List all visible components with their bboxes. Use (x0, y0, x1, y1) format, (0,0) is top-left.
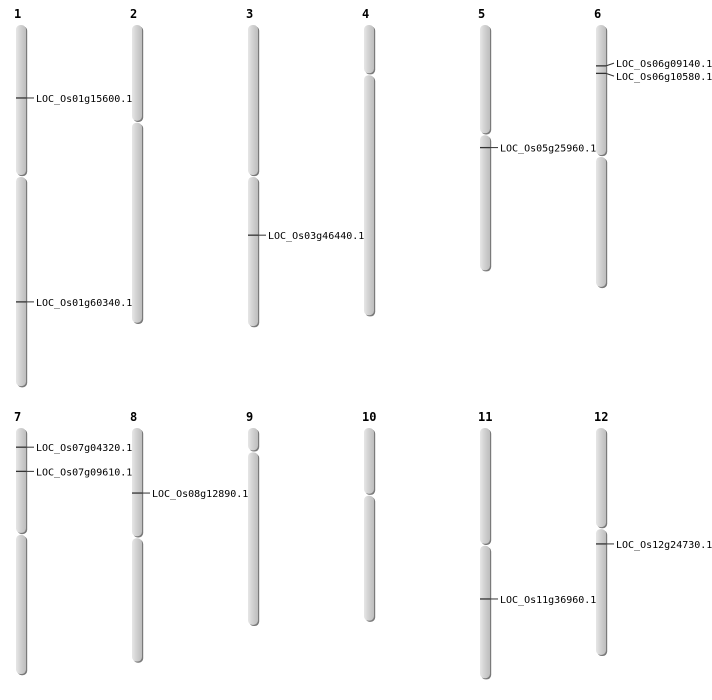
chromosome-4: 4 (362, 7, 376, 317)
p-arm (480, 428, 490, 544)
gene-marker[interactable]: LOC_Os05g25960.1 (480, 144, 596, 155)
chromosome-9: 9 (246, 410, 260, 627)
gene-label: LOC_Os01g15600.1 (36, 94, 132, 105)
p-arm (248, 428, 258, 451)
chromosome-number: 5 (478, 7, 485, 21)
gene-label: LOC_Os03g46440.1 (268, 231, 364, 242)
q-arm (480, 545, 490, 679)
gene-marker[interactable]: LOC_Os07g09610.1 (16, 467, 132, 478)
q-arm (596, 156, 606, 287)
gene-marker[interactable]: LOC_Os11g36960.1 (480, 595, 596, 606)
p-arm (596, 25, 606, 155)
gene-marker[interactable]: LOC_Os12g24730.1 (596, 540, 712, 551)
gene-marker[interactable]: LOC_Os06g09140.1 (596, 59, 712, 70)
chromosome-number: 3 (246, 7, 253, 21)
q-arm (248, 176, 258, 327)
chromosome-2: 2 (130, 7, 144, 324)
chromosome-number: 11 (478, 410, 492, 424)
q-arm (132, 538, 142, 662)
gene-marker[interactable]: LOC_Os06g10580.1 (596, 72, 712, 83)
chromosome-number: 12 (594, 410, 608, 424)
gene-marker[interactable]: LOC_Os03g46440.1 (248, 231, 364, 242)
gene-label: LOC_Os06g10580.1 (616, 72, 712, 83)
p-arm (364, 25, 374, 74)
chromosome-number: 7 (14, 410, 21, 424)
gene-label: LOC_Os07g09610.1 (36, 467, 132, 478)
gene-label: LOC_Os12g24730.1 (616, 540, 712, 551)
gene-label: LOC_Os08g12890.1 (152, 489, 248, 500)
q-arm (364, 75, 374, 316)
p-arm (480, 25, 490, 134)
chromosome-10: 10 (362, 410, 376, 622)
chromosome-number: 4 (362, 7, 369, 21)
gene-marker[interactable]: LOC_Os01g15600.1 (16, 94, 132, 105)
chromosome-number: 10 (362, 410, 376, 424)
gene-label: LOC_Os05g25960.1 (500, 144, 596, 155)
q-arm (16, 534, 26, 675)
p-arm (132, 25, 142, 121)
chromosome-number: 9 (246, 410, 253, 424)
gene-connector (605, 62, 615, 67)
gene-connector (605, 72, 615, 77)
p-arm (248, 25, 258, 175)
q-arm (364, 495, 374, 621)
gene-label: LOC_Os11g36960.1 (500, 595, 596, 606)
p-arm (596, 428, 606, 528)
q-arm (480, 135, 490, 271)
gene-label: LOC_Os01g60340.1 (36, 298, 132, 309)
q-arm (248, 452, 258, 625)
gene-label: LOC_Os07g04320.1 (36, 443, 132, 454)
q-arm (16, 176, 26, 387)
p-arm (364, 428, 374, 494)
chromosome-number: 1 (14, 7, 21, 21)
chromosome-number: 8 (130, 410, 137, 424)
p-arm (132, 428, 142, 537)
gene-label: LOC_Os06g09140.1 (616, 59, 712, 70)
chromosome-number: 6 (594, 7, 601, 21)
p-arm (16, 428, 26, 533)
p-arm (16, 25, 26, 175)
gene-marker[interactable]: LOC_Os08g12890.1 (132, 489, 248, 500)
chromosome-number: 2 (130, 7, 137, 21)
q-arm (132, 122, 142, 323)
gene-marker[interactable]: LOC_Os01g60340.1 (16, 298, 132, 309)
q-arm (596, 529, 606, 655)
gene-marker[interactable]: LOC_Os07g04320.1 (16, 443, 132, 454)
